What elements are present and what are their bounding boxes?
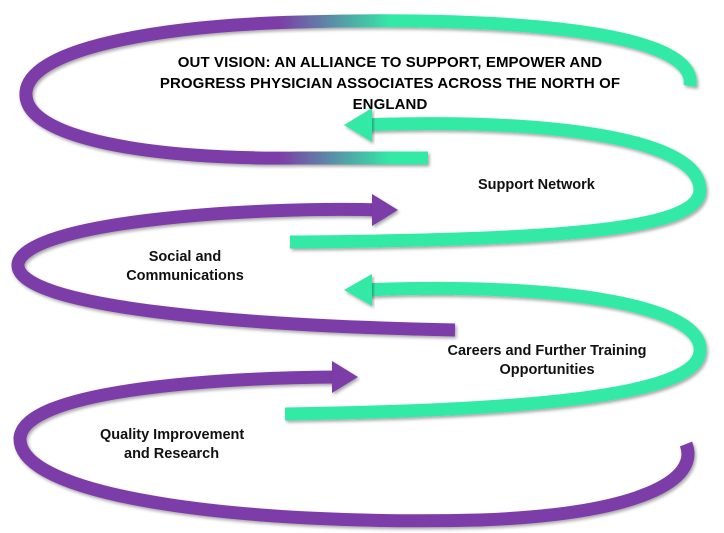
top-loop-band: [19, 14, 697, 165]
quality-line2: and Research: [124, 446, 220, 462]
careers-training-label: Careers and Further Training Opportuniti…: [432, 342, 662, 380]
support-network-text: Support Network: [478, 177, 595, 193]
social-line2: Communications: [126, 268, 244, 284]
support-arrow-band: [289, 117, 707, 249]
quality-line1: Quality Improvement: [100, 427, 245, 443]
social-loop-band: [11, 202, 456, 337]
quality-arrow-head: [332, 361, 358, 393]
social-communications-label: Social and Communications: [118, 248, 252, 286]
careers-arrow-head: [344, 274, 372, 306]
careers-line1: Careers and Further Training: [447, 343, 647, 359]
quality-research-label: Quality Improvement and Research: [100, 426, 244, 464]
careers-loop-band: [284, 281, 707, 421]
support-network-label: Support Network: [478, 176, 595, 195]
support-arrow-head: [344, 108, 372, 142]
vision-title: OUT VISION: AN ALLIANCE TO SUPPORT, EMPO…: [159, 54, 621, 113]
careers-line2: Opportunities: [499, 362, 595, 378]
social-line1: Social and: [148, 249, 222, 265]
social-arrow-head: [372, 194, 398, 226]
quality-loop-band: [13, 370, 695, 528]
